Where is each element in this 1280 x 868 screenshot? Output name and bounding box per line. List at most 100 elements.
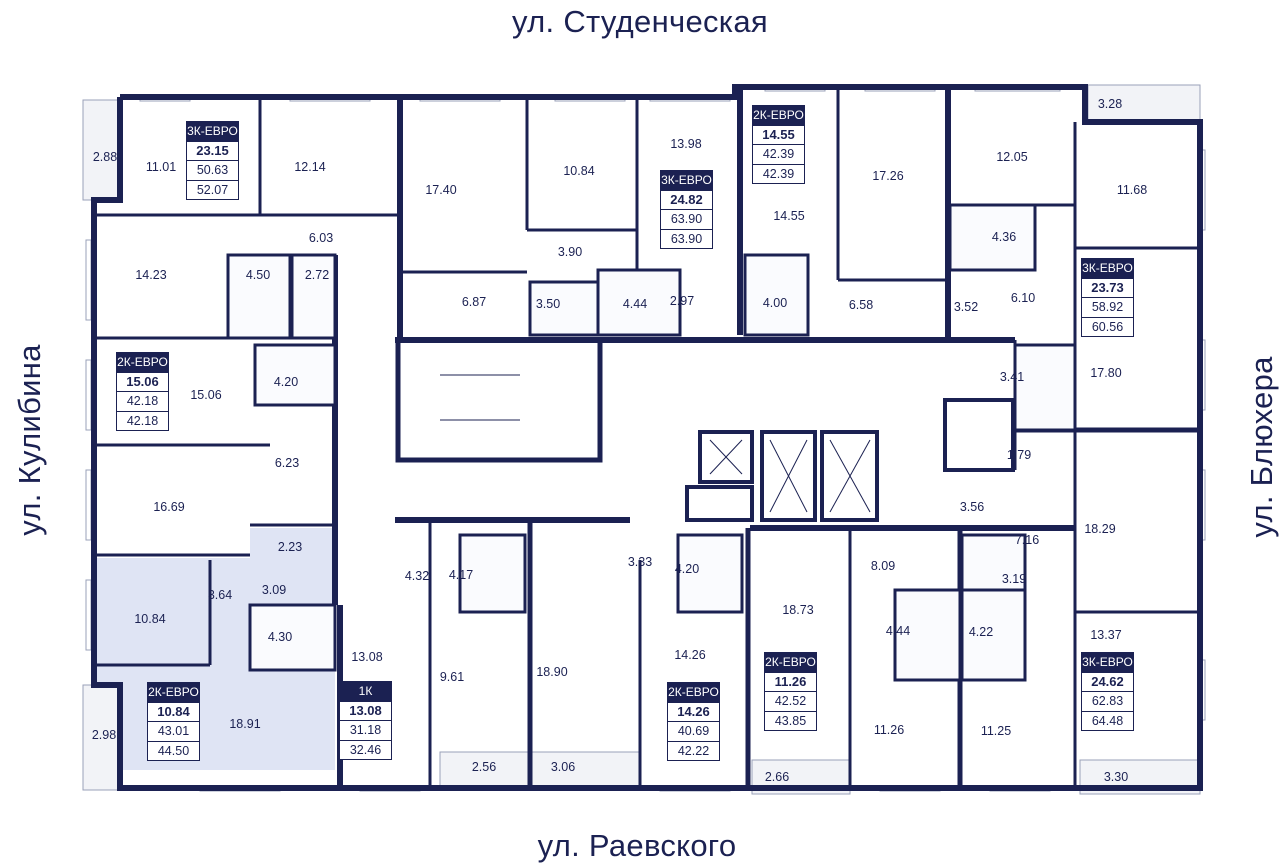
- room-area-label: 4.50: [245, 268, 271, 282]
- room-area-label: 10.84: [563, 164, 595, 178]
- living-area: 14.55: [753, 124, 804, 145]
- street-label-left: ул. Кулибина: [12, 344, 47, 536]
- room-area-label: 4.17: [448, 568, 474, 582]
- apartment-type: 1К: [340, 682, 391, 701]
- room-area-label: 17.26: [872, 169, 904, 183]
- room-area-label: 3.19: [1001, 572, 1027, 586]
- room-area-label: 18.73: [782, 603, 814, 617]
- room-area-label: 6.87: [461, 295, 487, 309]
- apartment-type: 2К-ЕВРО: [668, 683, 719, 702]
- total-area-with-balcony: 44.50: [148, 740, 199, 761]
- stairwell: [395, 337, 603, 463]
- total-area: 58.92: [1082, 297, 1133, 317]
- room-area-label: 3.52: [953, 300, 979, 314]
- room-area-label: 4.20: [273, 375, 299, 389]
- room-area-label: 18.90: [536, 665, 568, 679]
- room-area-label: 2.56: [471, 760, 497, 774]
- living-area: 11.26: [765, 671, 816, 692]
- room-area-label: 1.79: [1006, 448, 1032, 462]
- room-area-label: 3.09: [261, 583, 287, 597]
- total-area: 50.63: [187, 160, 238, 180]
- room-area-label: 4.22: [968, 625, 994, 639]
- room-area-label: 6.10: [1010, 291, 1036, 305]
- room-area-label: 17.80: [1090, 366, 1122, 380]
- room-area-label: 3.41: [999, 370, 1025, 384]
- living-area: 24.82: [661, 189, 712, 210]
- living-area: 23.73: [1082, 277, 1133, 298]
- bathrooms: [226, 203, 1077, 682]
- total-area: 42.52: [765, 691, 816, 711]
- total-area: 40.69: [668, 721, 719, 741]
- total-area-with-balcony: 42.22: [668, 740, 719, 761]
- room-area-label: 12.05: [996, 150, 1028, 164]
- living-area: 14.26: [668, 701, 719, 722]
- room-area-label: 6.03: [308, 231, 334, 245]
- room-area-label: 18.91: [229, 717, 261, 731]
- room-area-label: 3.64: [207, 588, 233, 602]
- total-area-with-balcony: 64.48: [1082, 710, 1133, 731]
- room-area-label: 3.30: [1103, 770, 1129, 784]
- apartment-type: 2К-ЕВРО: [753, 106, 804, 125]
- apartment-type: 2К-ЕВРО: [117, 353, 168, 372]
- room-area-label: 17.40: [425, 183, 457, 197]
- total-area: 42.39: [753, 144, 804, 164]
- room-area-label: 2.23: [277, 540, 303, 554]
- apartment-type: 3К-ЕВРО: [661, 171, 712, 190]
- room-area-label: 2.88: [92, 150, 118, 164]
- street-label-right: ул. Блюхера: [1244, 356, 1279, 538]
- room-area-label: 3.90: [557, 245, 583, 259]
- apartment-type: 3К-ЕВРО: [187, 122, 238, 141]
- room-area-label: 7.16: [1014, 533, 1040, 547]
- room-area-label: 11.25: [980, 724, 1012, 738]
- room-area-label: 11.68: [1116, 183, 1148, 197]
- room-area-label: 9.61: [439, 670, 465, 684]
- room-area-label: 16.69: [153, 500, 185, 514]
- street-label-bottom: ул. Раевского: [537, 828, 737, 863]
- living-area: 13.08: [340, 700, 391, 721]
- room-area-label: 3.28: [1097, 97, 1123, 111]
- room-area-label: 6.58: [848, 298, 874, 312]
- room-area-label: 2.66: [764, 770, 790, 784]
- total-area: 63.90: [661, 209, 712, 229]
- total-area: 42.18: [117, 391, 168, 411]
- outer-walls: [91, 84, 1203, 791]
- room-area-label: 11.26: [873, 723, 905, 737]
- total-area-with-balcony: 60.56: [1082, 316, 1133, 337]
- living-area: 23.15: [187, 140, 238, 161]
- living-area: 24.62: [1082, 671, 1133, 692]
- total-area-with-balcony: 32.46: [340, 739, 391, 760]
- total-area-with-balcony: 52.07: [187, 179, 238, 200]
- room-area-label: 11.01: [145, 160, 177, 174]
- total-area-with-balcony: 42.18: [117, 410, 168, 431]
- room-area-label: 4.36: [991, 230, 1017, 244]
- elevator-shafts: [685, 398, 1015, 522]
- apartment-type: 2К-ЕВРО: [765, 653, 816, 672]
- room-area-label: 18.29: [1084, 522, 1116, 536]
- apartment-type: 3К-ЕВРО: [1082, 653, 1133, 672]
- room-area-label: 2.97: [669, 294, 695, 308]
- room-area-label: 14.23: [135, 268, 167, 282]
- living-area: 10.84: [148, 701, 199, 722]
- total-area: 31.18: [340, 720, 391, 740]
- room-area-label: 8.09: [870, 559, 896, 573]
- total-area-with-balcony: 63.90: [661, 228, 712, 249]
- street-label-top: ул. Студенческая: [512, 4, 768, 39]
- room-area-label: 13.37: [1090, 628, 1122, 642]
- room-area-label: 3.06: [550, 760, 576, 774]
- total-area-with-balcony: 42.39: [753, 163, 804, 184]
- apartment-type: 2К-ЕВРО: [148, 683, 199, 702]
- total-area: 43.01: [148, 721, 199, 741]
- room-area-label: 3.50: [535, 297, 561, 311]
- room-area-label: 12.14: [294, 160, 326, 174]
